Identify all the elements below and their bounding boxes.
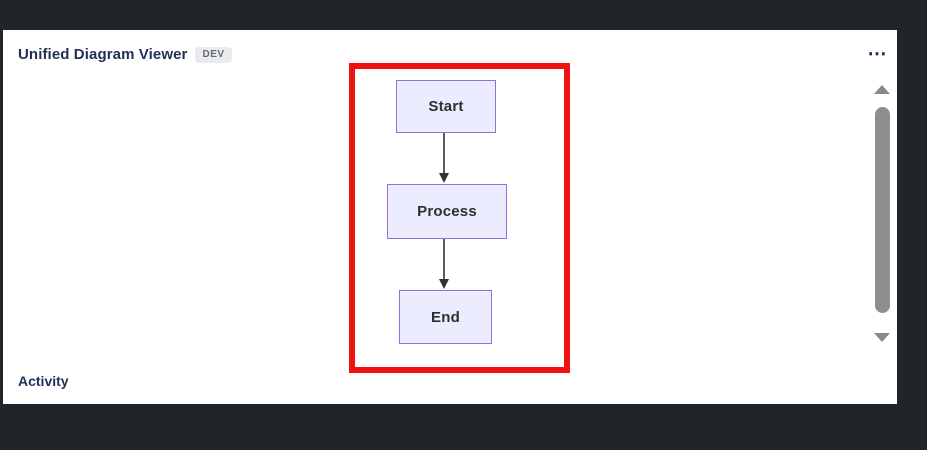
scroll-down-button[interactable] xyxy=(872,330,892,344)
diagram-viewer-panel: Unified Diagram Viewer DEV ⋯ Start xyxy=(3,30,897,404)
diagram-node-start: Start xyxy=(396,80,496,133)
ellipsis-icon: ⋯ xyxy=(867,44,887,65)
scroll-up-button[interactable] xyxy=(872,82,892,96)
node-label: Process xyxy=(417,203,477,220)
triangle-down-icon xyxy=(874,332,890,342)
diagram-node-end: End xyxy=(399,290,492,344)
diagram-node-process: Process xyxy=(387,184,507,239)
scrollbar-thumb[interactable] xyxy=(875,107,890,313)
triangle-up-icon xyxy=(874,84,890,94)
dev-badge: DEV xyxy=(195,46,232,63)
scrollbar[interactable] xyxy=(872,78,892,348)
panel-header: Unified Diagram Viewer DEV xyxy=(18,46,232,63)
node-label: End xyxy=(431,308,460,326)
page-title: Unified Diagram Viewer xyxy=(18,46,188,63)
node-label: Start xyxy=(428,98,464,115)
activity-section-heading: Activity xyxy=(18,373,69,389)
more-options-button[interactable]: ⋯ xyxy=(863,44,891,66)
